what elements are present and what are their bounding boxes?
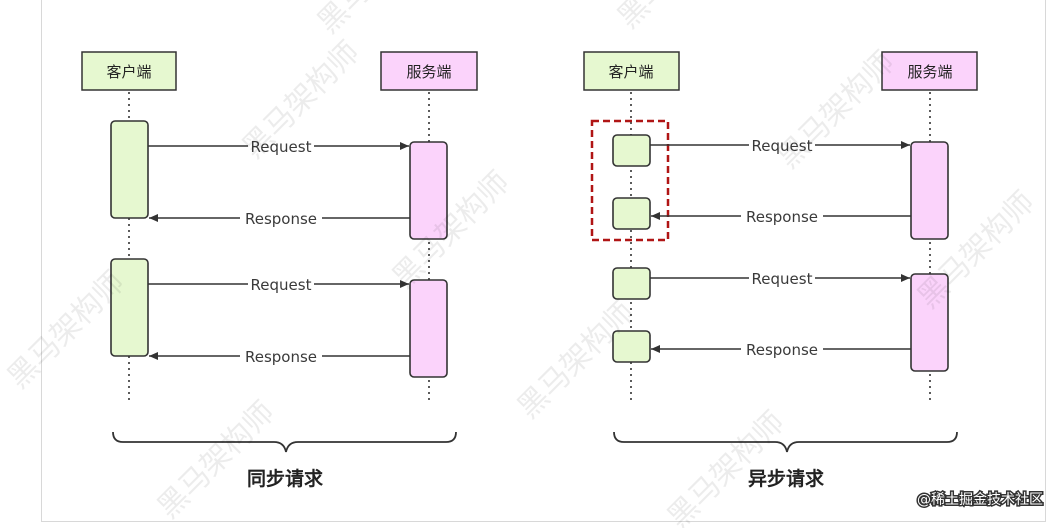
async-server-activation-2 xyxy=(910,273,949,372)
async-client-activation-2 xyxy=(612,197,651,230)
sync-server-label: 服务端 xyxy=(406,63,451,81)
sync-client-label: 客户端 xyxy=(106,63,151,81)
sync-message-label: Request xyxy=(251,138,312,156)
watermark-text: 黑马架构师 xyxy=(386,165,517,296)
async-server-actor: 服务端 xyxy=(881,51,978,91)
sync-server-activation-2 xyxy=(409,279,448,378)
watermark-text: 黑马架构师 xyxy=(611,0,742,36)
credit-text: @稀土掘金技术社区 xyxy=(917,492,1043,508)
watermark-text: 黑马架构师 xyxy=(151,395,282,526)
async-highlight-box xyxy=(590,119,670,242)
async-message-label: Request xyxy=(752,270,813,288)
async-message-response-2: Response xyxy=(651,340,911,359)
async-client-actor: 客户端 xyxy=(583,51,680,91)
sync-message-label: Response xyxy=(245,210,317,228)
async-message-request-2: Request xyxy=(650,269,910,288)
async-message-label: Response xyxy=(746,208,818,226)
sync-client-actor: 客户端 xyxy=(81,51,177,91)
async-server-activation-1 xyxy=(910,141,949,240)
sync-client-activation-1 xyxy=(110,120,149,219)
async-client-label: 客户端 xyxy=(608,63,653,81)
sync-client-activation-2 xyxy=(110,258,149,357)
async-client-activation-1 xyxy=(612,134,651,167)
async-message-label: Response xyxy=(746,341,818,359)
async-message-response-1: Response xyxy=(651,207,911,226)
watermark-text: 黑马架构师 xyxy=(771,45,902,176)
async-brace xyxy=(613,431,958,453)
async-message-label: Request xyxy=(752,137,813,155)
async-client-activation-3 xyxy=(612,267,651,300)
sync-title: 同步请求 xyxy=(247,467,324,490)
sync-message-response-2: Response xyxy=(149,347,410,366)
diagram-frame xyxy=(41,0,1046,522)
sync-server-activation-1 xyxy=(409,141,448,240)
async-message-request-1: Request xyxy=(650,136,910,155)
sync-message-label: Response xyxy=(245,348,317,366)
sync-brace xyxy=(112,431,457,453)
async-server-label: 服务端 xyxy=(907,63,952,81)
async-title: 异步请求 xyxy=(748,467,825,490)
sync-server-actor: 服务端 xyxy=(380,51,478,91)
sync-message-request-1: Request xyxy=(148,137,409,156)
watermark-text: 黑马架构师 xyxy=(661,405,792,528)
watermark-text: 黑马架构师 xyxy=(311,0,442,41)
sync-message-request-2: Request xyxy=(148,275,409,294)
async-client-activation-4 xyxy=(612,330,651,363)
sync-message-label: Request xyxy=(251,276,312,294)
sync-message-response-1: Response xyxy=(149,209,410,228)
